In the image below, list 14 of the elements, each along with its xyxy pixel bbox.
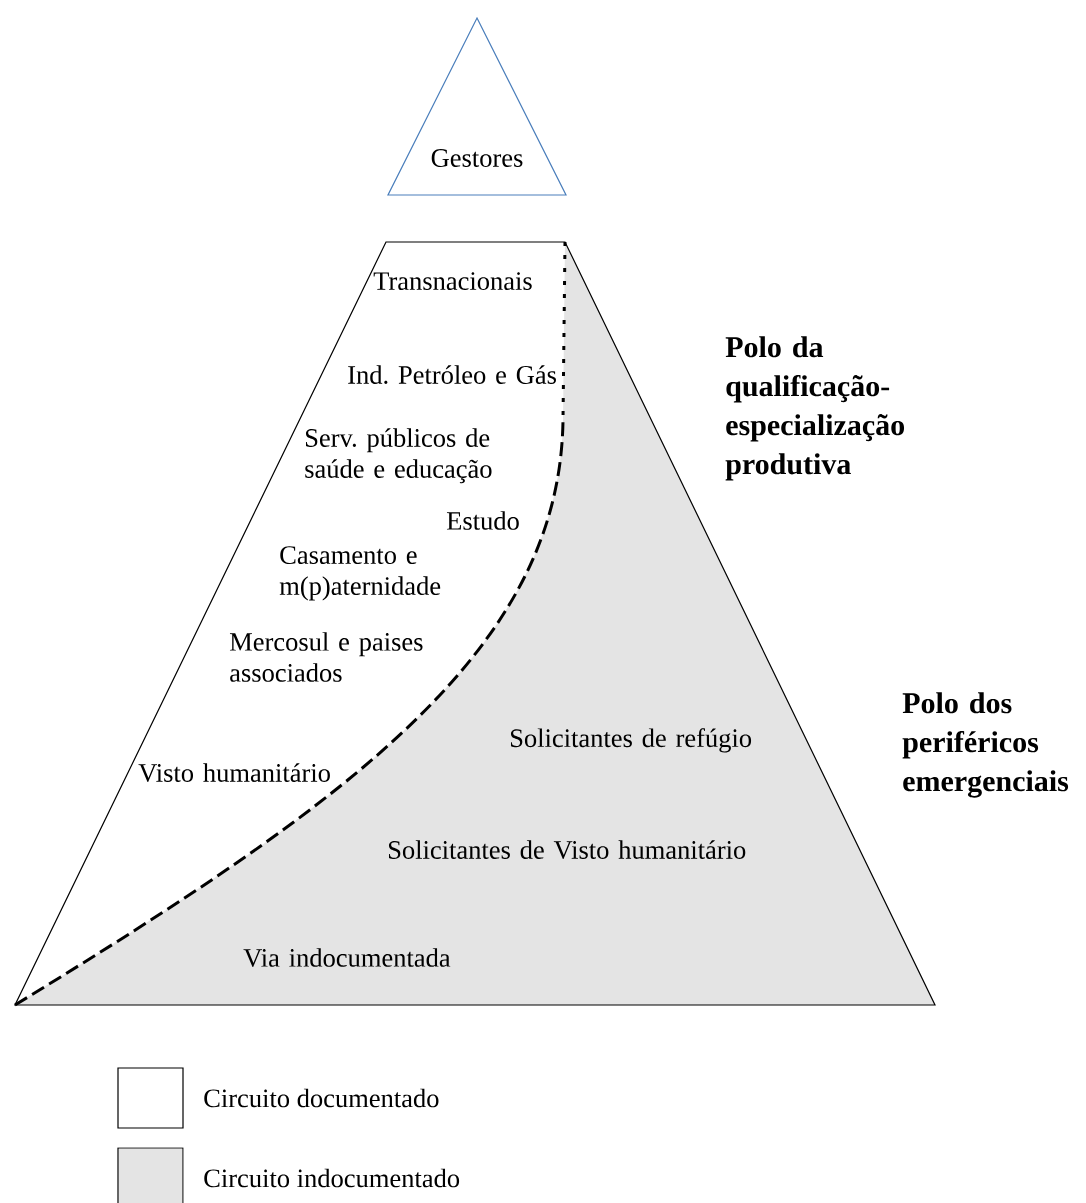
category-label: Ind. Petróleo e Gás — [348, 365, 556, 384]
legend-label: Circuito documentado — [204, 1088, 439, 1108]
heading: Polo dos periféricos emergenciais — [902, 692, 1069, 798]
legend-label: Circuito indocumentado — [204, 1168, 460, 1188]
category-label: Visto humanitário — [138, 763, 330, 783]
category-label: Mercosul e paises associados — [229, 632, 423, 682]
category-label: Casamento e m(p)aternidade — [279, 546, 441, 601]
category-label: Serv. públicos de saúde e educação — [305, 428, 492, 484]
heading: Polo da qualificação-especialização produtiva — [725, 336, 905, 481]
category-label: Via indocumentada — [243, 948, 451, 967]
category-label: Transnacionais — [373, 272, 532, 290]
category-label: Solicitantes de refúgio — [510, 728, 752, 753]
category-label: Solicitantes de Visto humanitário — [388, 840, 746, 860]
category-label: Estudo — [446, 511, 519, 530]
